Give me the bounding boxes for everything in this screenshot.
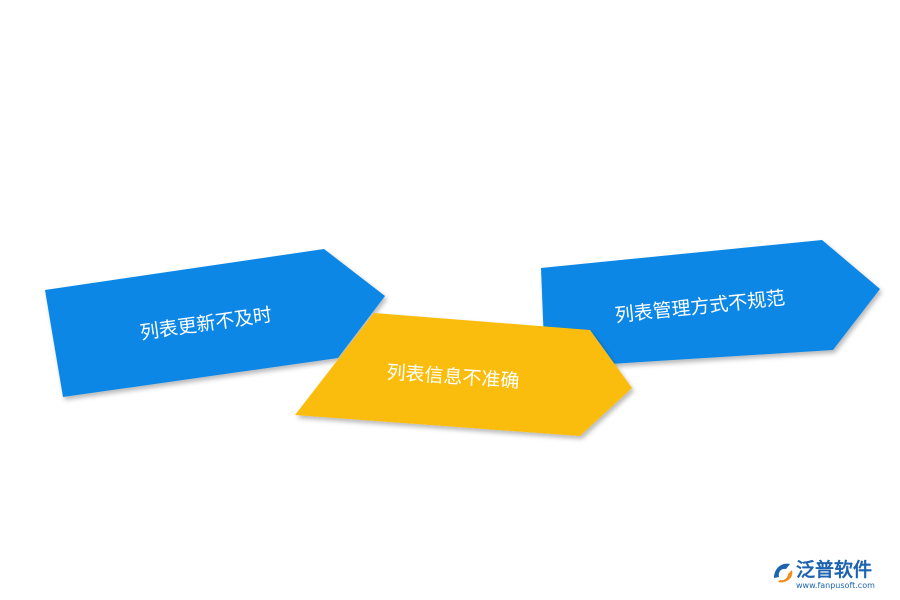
- arrow-shape-1: [45, 249, 385, 397]
- arrow-shape-2: [295, 313, 632, 436]
- arrow-shape-3: [541, 240, 880, 368]
- logo-mark-icon: [774, 563, 793, 583]
- logo-url: www.fanpusoft.com: [796, 581, 875, 590]
- fanpu-logo: 泛普软件 www.fanpusoft.com: [774, 558, 875, 590]
- arrow-step-2: 列表信息不准确: [295, 313, 632, 436]
- arrow-step-1: 列表更新不及时: [45, 249, 385, 397]
- logo-name: 泛普软件: [796, 558, 872, 581]
- arrow-step-3: 列表管理方式不规范: [541, 240, 880, 368]
